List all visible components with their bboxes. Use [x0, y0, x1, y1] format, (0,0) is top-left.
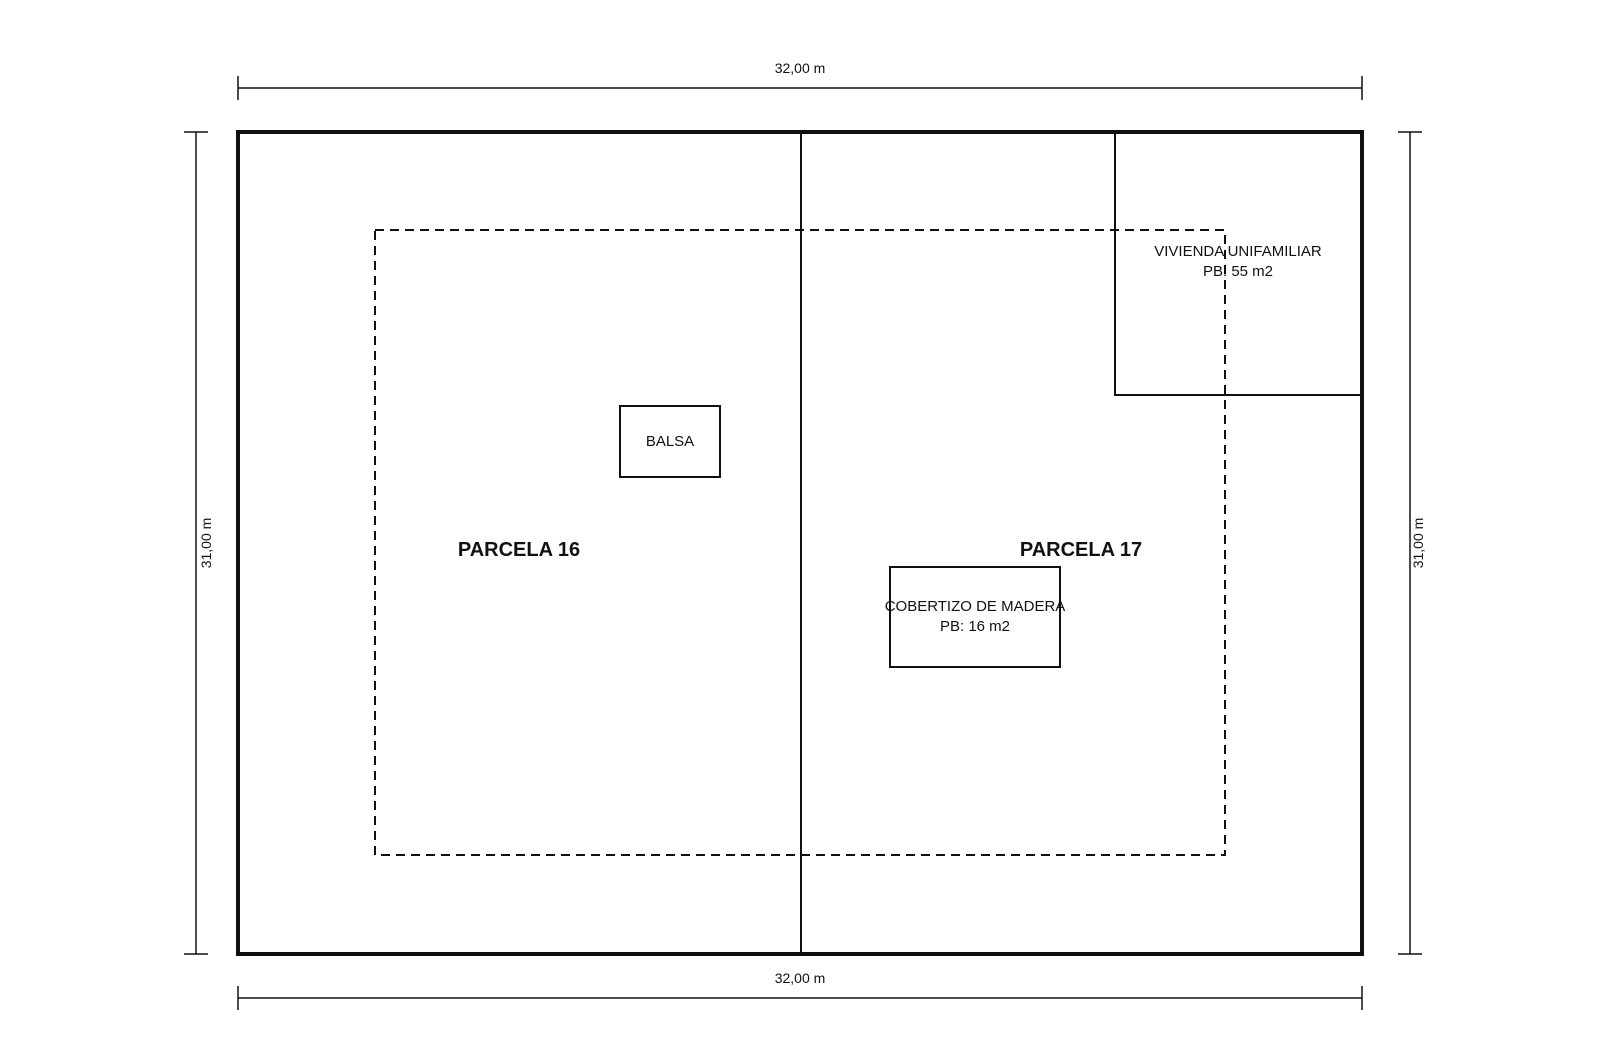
setback-line — [374, 229, 1226, 856]
right-dimension — [1398, 131, 1422, 955]
right-height-label: 31,00 m — [1410, 517, 1426, 569]
balsa-building — [619, 405, 721, 478]
balsa-label: BALSA — [645, 433, 695, 450]
parcel-17-label: PARCELA 17 — [1019, 539, 1143, 561]
left-dimension — [184, 131, 208, 955]
top-width-label: 32,00 m — [774, 60, 826, 76]
cobertizo-label: COBERTIZO DE MADERA PB: 16 m2 — [885, 597, 1066, 637]
top-dimension — [237, 76, 1363, 100]
bottom-width-label: 32,00 m — [774, 970, 826, 986]
bottom-dimension — [237, 986, 1363, 1010]
left-height-label: 31,00 m — [198, 517, 214, 569]
parcel-16-label: PARCELA 16 — [457, 539, 581, 561]
cobertizo-label-line2: PB: 16 m2 — [939, 618, 1011, 635]
vivienda-label: VIVIENDA UNIFAMILIAR PB: 55 m2 — [1154, 242, 1322, 282]
vivienda-label-line2: PB: 55 m2 — [1202, 263, 1274, 280]
cobertizo-building — [889, 566, 1061, 668]
cobertizo-label-line1: COBERTIZO DE MADERA — [884, 598, 1066, 615]
vivienda-building — [1114, 131, 1363, 396]
vivienda-label-line1: VIVIENDA UNIFAMILIAR — [1154, 243, 1322, 260]
